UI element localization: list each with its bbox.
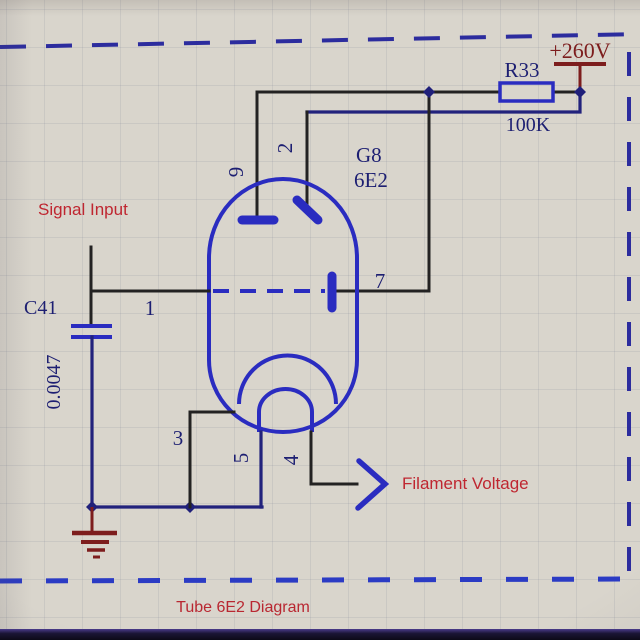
tube-target-arc-icon [237,353,338,405]
pin-label-4: 4 [279,454,303,465]
dashed-border [0,32,640,584]
ground-branch [72,501,264,559]
wire-pin4-to-filament [309,430,359,486]
diagram-title: Tube 6E2 Diagram [176,599,310,616]
resistor-body-icon [498,81,555,103]
tube-stem-arch-icon [257,387,314,432]
electrode-pin2-icon [292,195,323,225]
dashed-border-bottom [0,576,638,584]
pin-label-9: 9 [224,167,248,178]
filament-arrow-icon [355,458,390,511]
pin-label-3: 3 [173,426,184,450]
ground-symbol-icon [72,507,117,559]
resistor-r33: R33 100K [498,58,555,136]
pin-label-7: 7 [375,269,386,293]
wire-supply-to-pin2 [305,90,582,114]
capacitor-ref-label: C41 [24,297,57,319]
dashed-border-top [0,32,640,49]
filament-voltage-label: Filament Voltage [402,474,529,493]
resistor-value-label: 100K [506,114,551,136]
signal-input-label: Signal Input [38,200,128,219]
junction-dot [423,86,435,98]
tube-envelope-icon [207,177,359,434]
power-rail: +260V [549,38,611,92]
pin-label-1: 1 [145,296,156,320]
resistor-ref-label: R33 [504,58,539,82]
power-voltage-label: +260V [549,38,610,63]
capacitor-value-label: 0.0047 [43,355,65,410]
tube-6e2: G8 6E2 [207,143,388,434]
pin-label-5: 5 [229,453,253,464]
pin-label-2: 2 [273,143,297,154]
wire-pin3 [188,410,236,509]
tube-designator-label: G8 [356,143,382,167]
signal-input-branch: Signal Input C41 0.0047 [24,200,211,509]
photo-bottom-edge [0,629,640,640]
tube-type-label: 6E2 [354,168,388,192]
junction-dot [574,86,586,98]
filament-branch: Filament Voltage [355,458,529,511]
